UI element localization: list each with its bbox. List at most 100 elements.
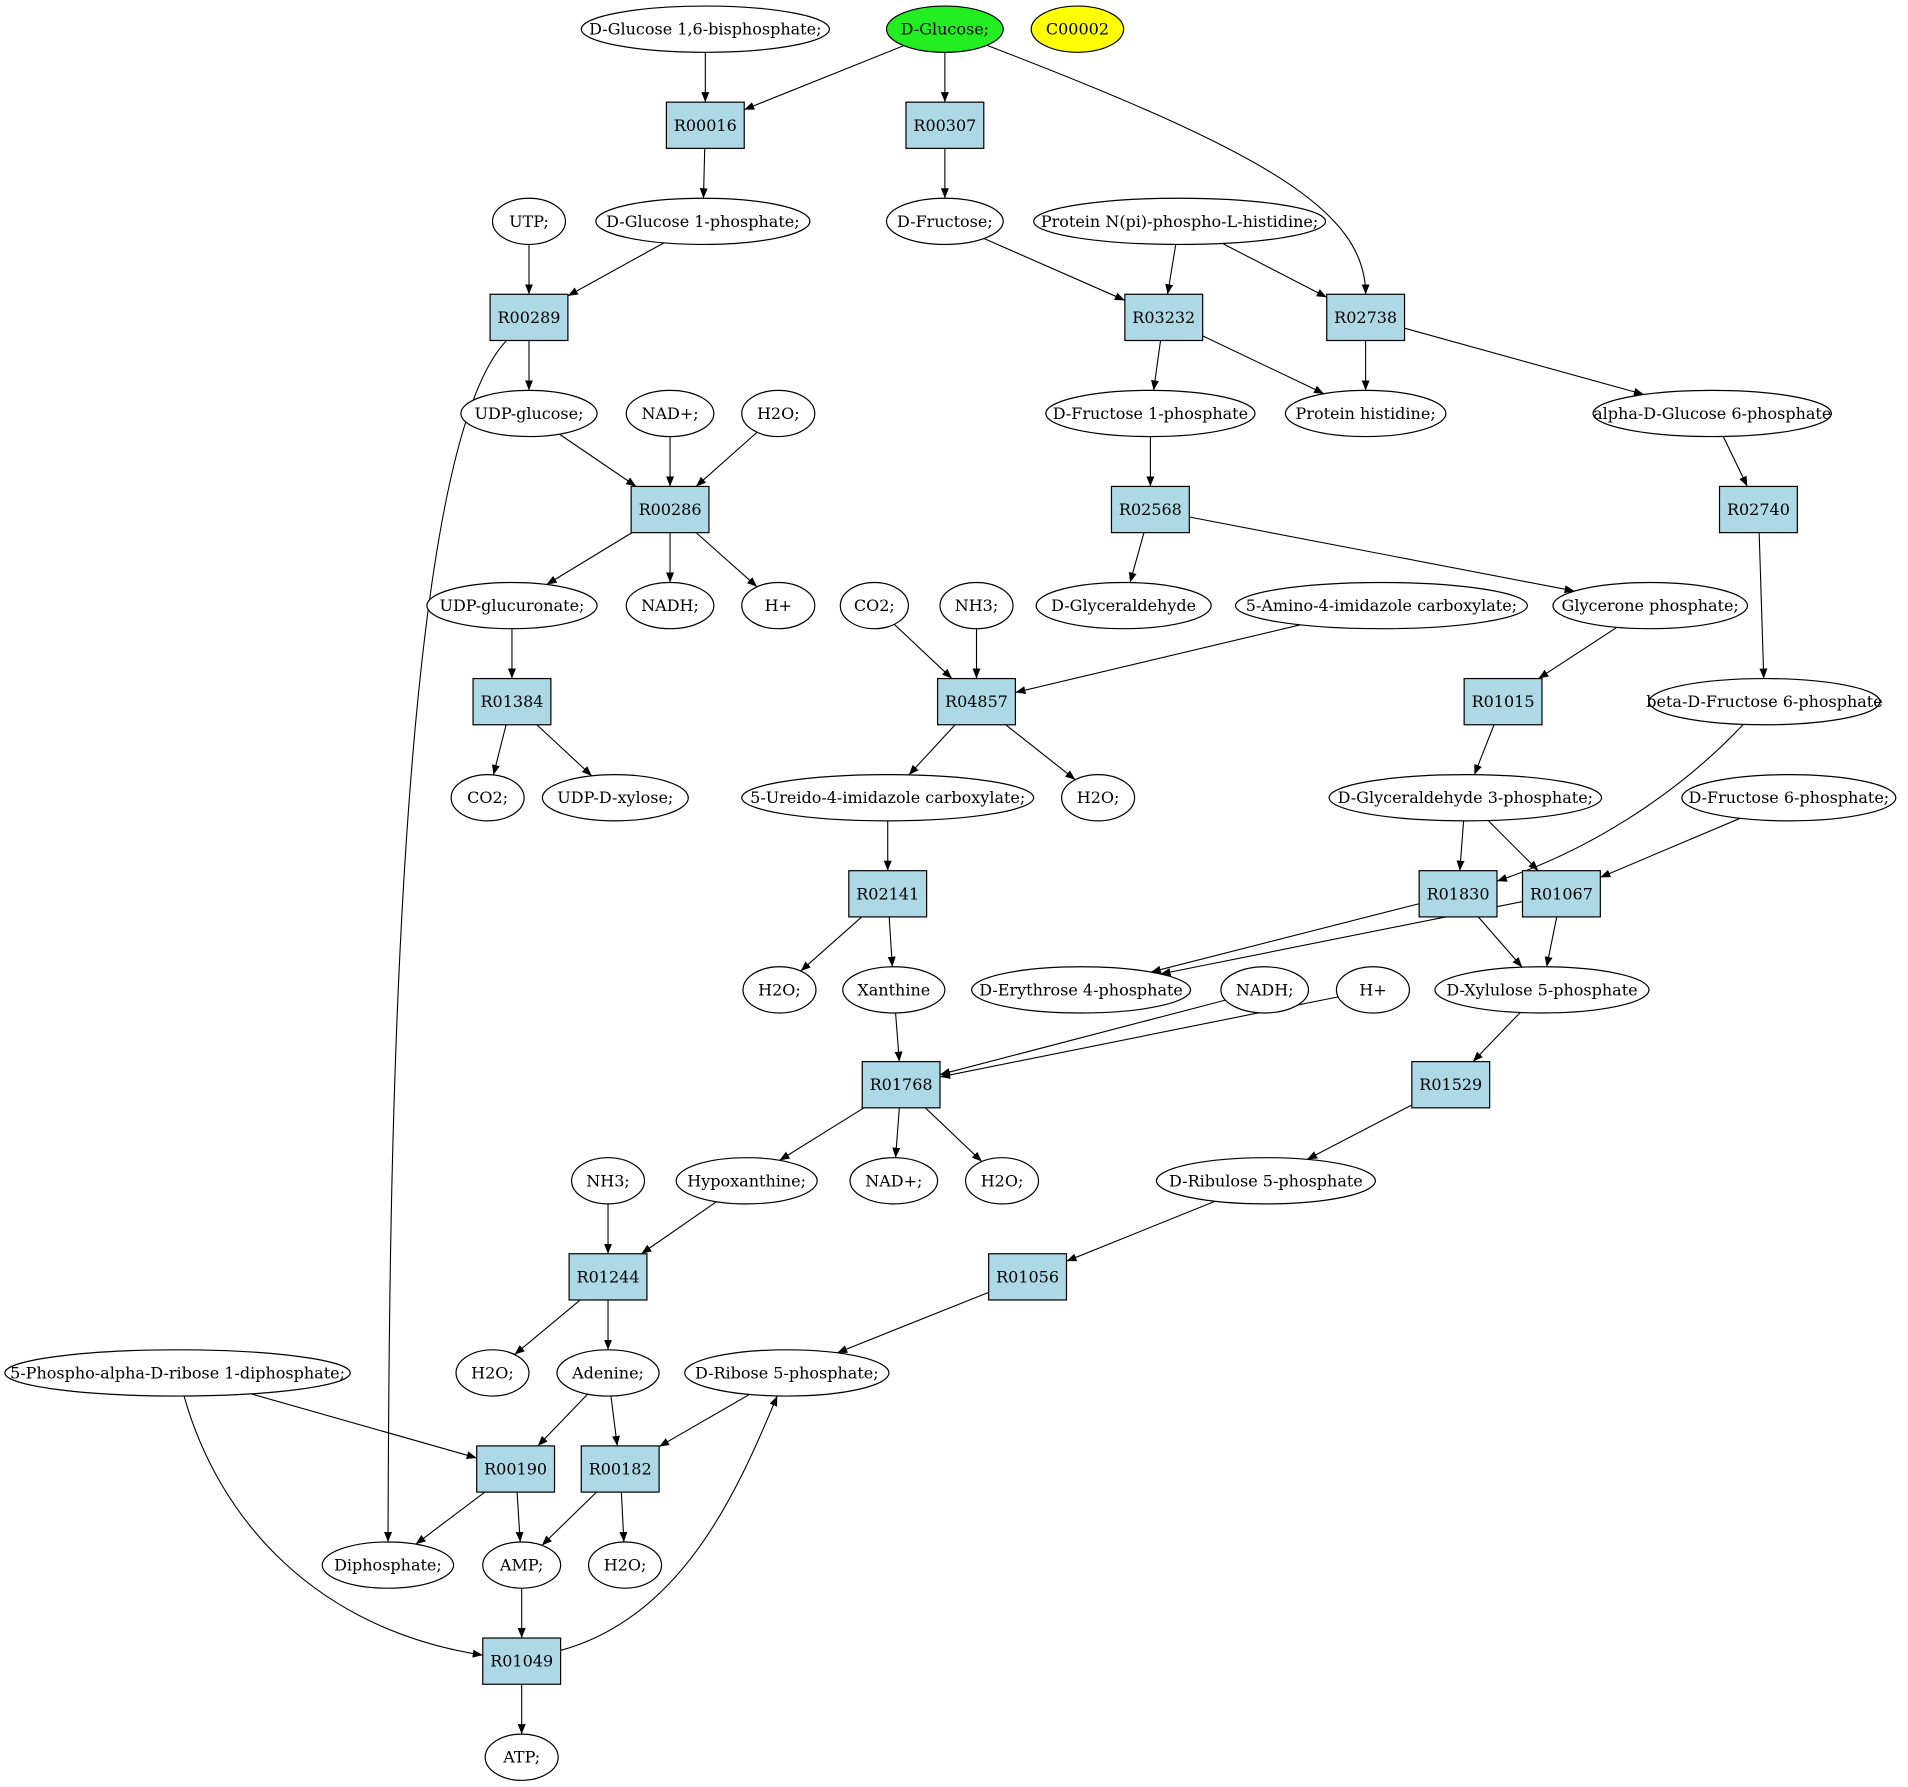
- reaction-box-r_00286: [630, 485, 710, 534]
- metabolite-node-m_h2o6[interactable]: H2O;: [587, 1541, 663, 1589]
- metabolite-ellipse-m_uica: [741, 774, 1035, 822]
- edge-r_01015-to-m_ga3p: [1473, 724, 1495, 775]
- reaction-node-r_01056[interactable]: R01056: [988, 1253, 1068, 1301]
- metabolite-node-m_g1p[interactable]: D-Glucose 1-phosphate;: [595, 197, 811, 246]
- metabolite-node-m_f1p[interactable]: D-Fructose 1-phosphate: [1045, 389, 1256, 438]
- edge-r_01384-to-m_co2b: [491, 724, 507, 776]
- metabolite-node-m_nh3a[interactable]: NH3;: [939, 581, 1014, 630]
- metabolite-node-m_aica[interactable]: 5-Amino-4-imidazole carboxylate;: [1234, 581, 1528, 630]
- metabolite-node-m_prpp[interactable]: 5-Phospho-alpha-D-ribose 1-diphosphate;: [4, 1349, 351, 1397]
- metabolite-node-m_udpgluc[interactable]: UDP-glucuronate;: [426, 581, 598, 630]
- metabolite-node-m_nad2[interactable]: NAD+;: [849, 1157, 939, 1205]
- node-label-m_g16bp: D-Glucose 1,6-bisphosphate;: [589, 20, 821, 39]
- reaction-node-r_02740[interactable]: R02740: [1718, 485, 1798, 534]
- metabolite-node-m_nh3b[interactable]: NH3;: [570, 1157, 646, 1205]
- metabolite-node-m_h2o2[interactable]: H2O;: [1061, 774, 1136, 822]
- metabolite-ellipse-m_ru5p: [1155, 1157, 1376, 1205]
- node-label-m_ru5p: D-Ribulose 5-phosphate: [1169, 1171, 1363, 1190]
- metabolite-node-m_udpxyl[interactable]: UDP-D-xylose;: [541, 774, 689, 822]
- metabolite-ellipse-m_amp: [482, 1541, 562, 1589]
- node-label-m_h2o3: H2O;: [758, 980, 801, 999]
- node-label-r_02738: R02738: [1334, 308, 1397, 327]
- reaction-node-r_01768[interactable]: R01768: [861, 1061, 941, 1109]
- node-label-m_xan: Xanthine: [857, 980, 930, 999]
- metabolite-node-m_phis[interactable]: Protein N(pi)-phospho-L-histidine;: [1033, 197, 1327, 246]
- reaction-node-r_00289[interactable]: R00289: [489, 293, 569, 342]
- metabolite-node-m_xu5p[interactable]: D-Xylulose 5-phosphate: [1434, 966, 1650, 1014]
- metabolite-node-m_fru[interactable]: D-Fructose;: [885, 197, 1004, 246]
- metabolite-node-m_h2o1[interactable]: H2O;: [741, 389, 816, 438]
- edge-m_prpp-to-r_00190: [250, 1393, 477, 1460]
- metabolite-node-m_ag6p[interactable]: alpha-D-Glucose 6-phosphate: [1592, 389, 1832, 438]
- metabolite-node-m_nadh1[interactable]: NADH;: [625, 581, 715, 630]
- metabolite-node-m_ga3p[interactable]: D-Glyceraldehyde 3-phosphate;: [1328, 774, 1603, 822]
- metabolite-node-m_h2o3[interactable]: H2O;: [742, 966, 817, 1014]
- metabolite-node-m_r5p[interactable]: D-Ribose 5-phosphate;: [684, 1349, 890, 1397]
- metabolite-ellipse-m_ga3p: [1328, 774, 1603, 822]
- node-label-r_01768: R01768: [870, 1075, 933, 1094]
- metabolite-node-m_ru5p[interactable]: D-Ribulose 5-phosphate: [1155, 1157, 1376, 1205]
- metabolite-ellipse-m_ppi: [321, 1541, 455, 1589]
- reaction-node-r_01384[interactable]: R01384: [472, 677, 552, 726]
- reaction-node-r_02141[interactable]: R02141: [848, 870, 928, 918]
- reaction-node-r_01830[interactable]: R01830: [1418, 870, 1498, 918]
- metabolite-node-m_h1[interactable]: H+: [741, 581, 816, 630]
- edge-r_00289-to-m_ppi: [384, 340, 508, 1542]
- edge-m_dhap-to-r_01015: [1538, 626, 1618, 680]
- node-label-m_prpp: 5-Phospho-alpha-D-ribose 1-diphosphate;: [10, 1363, 345, 1382]
- reaction-node-r_00190[interactable]: R00190: [476, 1445, 556, 1493]
- node-label-m_udpgluc: UDP-glucuronate;: [439, 596, 584, 615]
- metabolite-node-m_dhap[interactable]: Glycerone phosphate;: [1552, 581, 1749, 630]
- metabolite-node-m_nadh2[interactable]: NADH;: [1220, 966, 1310, 1014]
- reaction-node-r_00286[interactable]: R00286: [630, 485, 710, 534]
- edge-m_r5p-to-r_00182: [658, 1393, 750, 1448]
- metabolite-node-m_amp[interactable]: AMP;: [482, 1541, 562, 1589]
- metabolite-node-m_xan[interactable]: Xanthine: [842, 966, 946, 1014]
- reaction-node-r_01529[interactable]: R01529: [1411, 1061, 1491, 1109]
- node-label-m_f1p: D-Fructose 1-phosphate: [1053, 404, 1248, 423]
- reaction-node-r_00307[interactable]: R00307: [905, 101, 985, 149]
- node-label-m_nadh1: NADH;: [641, 596, 699, 615]
- metabolite-ellipse-m_ade: [556, 1349, 660, 1397]
- metabolite-node-m_co2a[interactable]: CO2;: [839, 581, 909, 630]
- reaction-node-r_01015[interactable]: R01015: [1463, 677, 1543, 726]
- metabolite-node-m_nad1[interactable]: NAD+;: [625, 389, 715, 438]
- metabolite-ellipse-m_ag6p: [1592, 389, 1832, 438]
- metabolite-ellipse-m_nh3b: [570, 1157, 646, 1205]
- metabolite-node-m_g16bp[interactable]: D-Glucose 1,6-bisphosphate;: [580, 5, 830, 53]
- node-label-m_c00002: C00002: [1046, 20, 1109, 39]
- metabolite-node-m_e4p[interactable]: D-Erythrose 4-phosphate: [971, 966, 1192, 1014]
- metabolite-node-m_hyp[interactable]: Hypoxanthine;: [675, 1157, 818, 1205]
- metabolite-node-m_udpg[interactable]: UDP-glucose;: [460, 389, 598, 438]
- metabolite-node-m_c00002[interactable]: C00002: [1030, 5, 1125, 53]
- metabolite-node-m_uica[interactable]: 5-Ureido-4-imidazole carboxylate;: [741, 774, 1035, 822]
- edge-m_prpp-to-r_01049: [183, 1395, 483, 1658]
- reaction-node-r_00016[interactable]: R00016: [665, 101, 745, 149]
- metabolite-node-m_atp[interactable]: ATP;: [484, 1733, 559, 1781]
- metabolite-node-m_utp[interactable]: UTP;: [491, 197, 567, 246]
- metabolite-node-m_co2b[interactable]: CO2;: [450, 774, 525, 822]
- metabolite-node-m_h2[interactable]: H+: [1335, 966, 1411, 1014]
- reaction-node-r_02568[interactable]: R02568: [1110, 485, 1190, 534]
- metabolite-node-m_ade[interactable]: Adenine;: [556, 1349, 660, 1397]
- reaction-node-r_01067[interactable]: R01067: [1521, 870, 1601, 918]
- metabolite-ellipse-m_h2o4: [964, 1157, 1040, 1205]
- reaction-node-r_03232[interactable]: R03232: [1124, 293, 1204, 342]
- metabolite-node-m_f6p[interactable]: D-Fructose 6-phosphate;: [1681, 774, 1897, 822]
- edge-m_co2a-to-r_04857: [893, 623, 953, 679]
- metabolite-ellipse-m_co2a: [839, 581, 909, 630]
- metabolite-node-m_glyald[interactable]: D-Glyceraldehyde: [1035, 581, 1212, 630]
- reaction-node-r_00182[interactable]: R00182: [580, 1445, 660, 1493]
- reaction-node-r_01049[interactable]: R01049: [482, 1637, 562, 1685]
- metabolite-node-m_h2o4[interactable]: H2O;: [964, 1157, 1040, 1205]
- metabolite-node-m_bf6p[interactable]: beta-D-Fructose 6-phosphate: [1646, 677, 1883, 726]
- node-label-m_dhap: Glycerone phosphate;: [1562, 596, 1739, 615]
- metabolite-node-m_ppi[interactable]: Diphosphate;: [321, 1541, 455, 1589]
- metabolite-node-m_glc[interactable]: D-Glucose;: [885, 5, 1004, 53]
- reaction-node-r_04857[interactable]: R04857: [936, 677, 1017, 726]
- metabolite-node-m_his[interactable]: Protein histidine;: [1284, 389, 1447, 438]
- reaction-node-r_01244[interactable]: R01244: [568, 1253, 648, 1301]
- reaction-node-r_02738[interactable]: R02738: [1326, 293, 1406, 342]
- edge-r_01056-to-m_r5p: [836, 1291, 989, 1354]
- metabolite-node-m_h2o5[interactable]: H2O;: [455, 1349, 530, 1397]
